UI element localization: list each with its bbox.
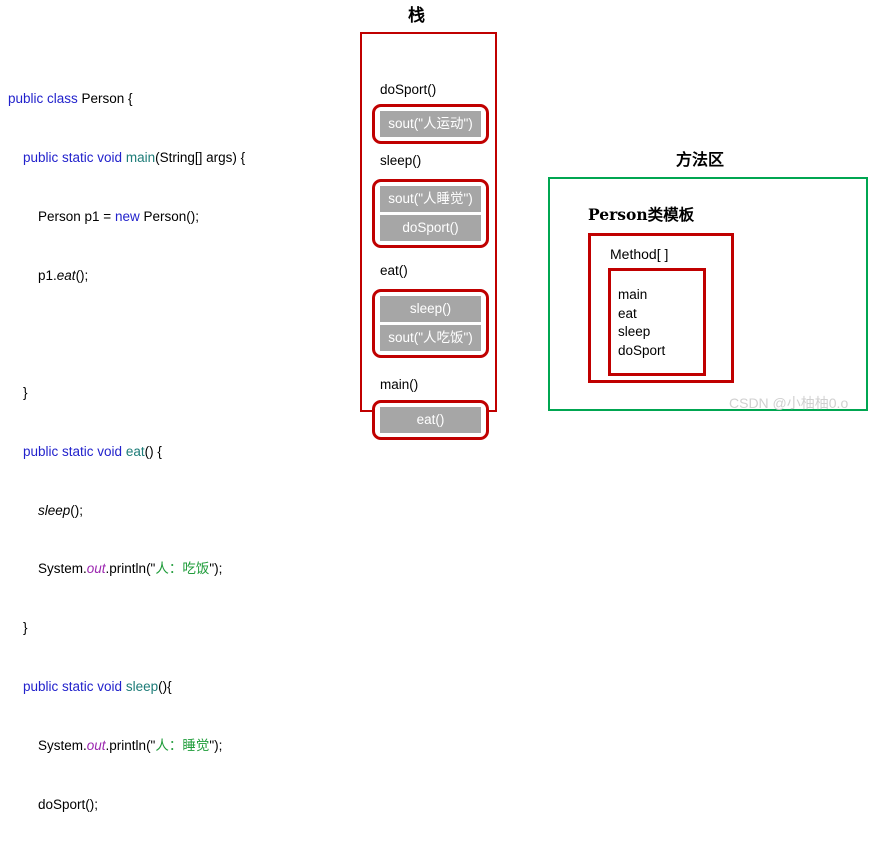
stack-frame-main: eat(): [372, 400, 489, 440]
stack-frame-cell: eat(): [380, 407, 481, 433]
stack-frame-cell: doSport(): [380, 215, 481, 241]
code-line: Person p1 = new Person();: [8, 208, 199, 224]
class-template-title: Person类模板: [588, 205, 695, 224]
code-line: }: [8, 620, 28, 636]
method-array-container: [608, 268, 706, 376]
stack-frame-label-dosport: doSport(): [380, 82, 437, 97]
java-code-listing: public class Person { public static void…: [8, 50, 348, 844]
csdn-watermark: CSDN @小柚柚0.o: [729, 395, 849, 411]
stack-container: doSport() sout("人运动") sleep() sout("人睡觉"…: [360, 32, 497, 440]
stack-frame-cell: sout("人睡觉"): [380, 186, 481, 212]
method-name-item: main: [618, 287, 648, 302]
method-name-item: doSport: [618, 342, 666, 358]
stack-frame-cell: sout("人运动"): [380, 111, 481, 137]
code-line: sleep();: [38, 502, 84, 518]
code-line: public class Person {: [8, 91, 133, 107]
stack-frame-cell: sleep(): [380, 296, 481, 322]
method-area-title: 方法区: [676, 150, 725, 169]
stack-frame-label-sleep: sleep(): [380, 153, 422, 168]
stack-frame-sleep: sout("人睡觉") doSport(): [372, 179, 489, 248]
stack-frame-eat: sleep() sout("人吃饭"): [372, 289, 489, 358]
method-name-list: main eat sleep doSport: [618, 286, 665, 360]
method-name-item: sleep: [618, 324, 651, 339]
code-line: p1.eat();: [8, 267, 89, 283]
stack-frame-label-main: main(): [380, 377, 419, 392]
code-line: doSport();: [8, 796, 99, 812]
method-array-label: Method[ ]: [610, 246, 669, 262]
code-line: public static void sleep(){: [23, 679, 172, 694]
code-line: public static void main(String[] args) {: [23, 149, 246, 165]
diagram-canvas: public class Person { public static void…: [8, 6, 868, 812]
stack-frame-cell: sout("人吃饭"): [380, 325, 481, 351]
stack-title: 栈: [408, 6, 425, 26]
code-line: System.out.println("人：吃饭");: [8, 561, 223, 577]
stack-frame-label-eat: eat(): [380, 263, 408, 278]
code-line: System.out.println("人：睡觉");: [8, 737, 223, 753]
code-line: [8, 324, 348, 344]
code-line: }: [8, 385, 28, 401]
method-name-item: eat: [618, 305, 637, 321]
stack-frame-dosport: sout("人运动"): [372, 104, 489, 144]
code-line: public static void eat() {: [23, 443, 162, 459]
